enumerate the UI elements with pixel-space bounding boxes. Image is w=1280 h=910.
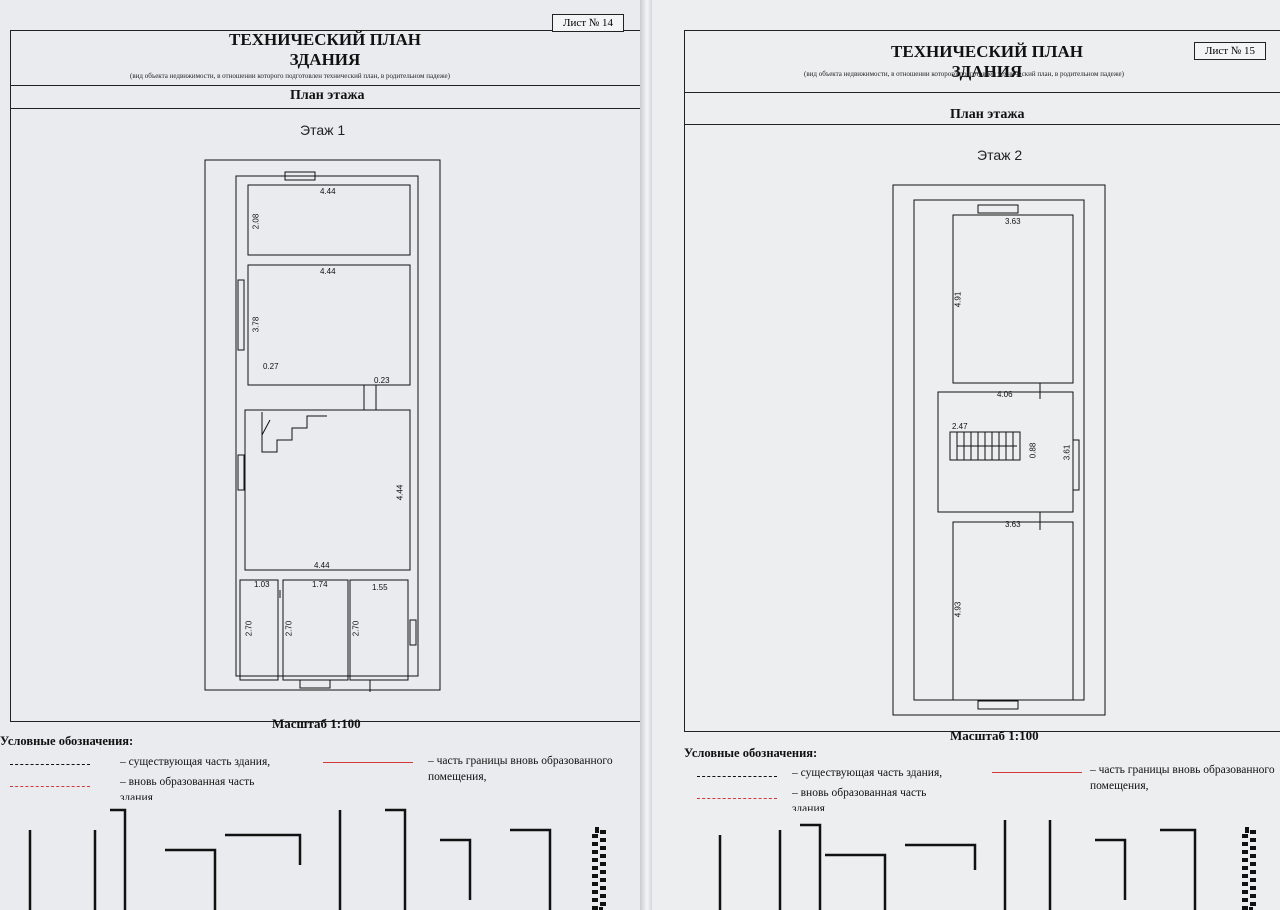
- section-title: План этажа: [290, 88, 365, 103]
- legend-new-cont: здания: [120, 792, 153, 800]
- dim-label: 0.27: [263, 362, 279, 371]
- legend-boundary: – часть границы вновь образованного: [428, 755, 613, 767]
- dim-label: 1.74: [312, 580, 328, 589]
- sheet-number: Лист № 14: [552, 14, 625, 32]
- legend-boundary-cont: помещения,: [1090, 780, 1149, 792]
- floor-label: Этаж 1: [300, 122, 346, 138]
- legend-boundary: – часть границы вновь образованного: [1090, 764, 1275, 776]
- dim-label: 0.23: [374, 376, 390, 385]
- legend-boundary-line: [992, 772, 1082, 773]
- legend-new-line: [10, 786, 90, 787]
- legend-heading: Условные обозначения:: [684, 746, 818, 760]
- dim-label: 1.03: [254, 580, 270, 589]
- floor-plan-1: [204, 159, 441, 692]
- legend-existing-line: [10, 764, 90, 765]
- dim-label: 2.47: [952, 422, 968, 431]
- doc-subtitle: (вид объекта недвижимости, в отношении к…: [804, 70, 1124, 78]
- doc-subtitle: (вид объекта недвижимости, в отношении к…: [130, 72, 450, 80]
- floor-label: Этаж 2: [977, 147, 1023, 163]
- legend-new-cont: здания: [792, 803, 825, 811]
- legend-heading: Условные обозначения:: [0, 734, 134, 748]
- legend-new-line: [697, 798, 777, 799]
- book-gutter: [640, 0, 654, 910]
- sheet-frame: [684, 30, 1280, 732]
- scale-label: Масштаб 1:100: [272, 716, 361, 731]
- scale-label: Масштаб 1:100: [950, 728, 1039, 743]
- legend-new: – вновь образованная часть: [120, 776, 255, 788]
- dim-label: 3.63: [1005, 217, 1021, 226]
- dim-label: 1.55: [372, 583, 388, 592]
- legend-boundary-cont: помещения,: [428, 771, 487, 783]
- dim-label: 4.44: [320, 267, 336, 276]
- sheet-number: Лист № 15: [1194, 42, 1267, 60]
- legend-existing: – существующая часть здания,: [792, 767, 943, 779]
- legend-existing-line: [697, 776, 777, 777]
- dim-label: 4.06: [997, 390, 1013, 399]
- legend-new: – вновь образованная часть: [792, 787, 927, 799]
- dim-label: 4.44: [320, 187, 336, 196]
- legend-existing: – существующая часть здания,: [120, 756, 271, 768]
- section-title: План этажа: [950, 107, 1025, 122]
- legend-boundary-line: [323, 762, 413, 763]
- floor-plan-2: [892, 184, 1106, 716]
- dim-label: 4.44: [314, 561, 330, 570]
- dim-label: 3.63: [1005, 520, 1021, 529]
